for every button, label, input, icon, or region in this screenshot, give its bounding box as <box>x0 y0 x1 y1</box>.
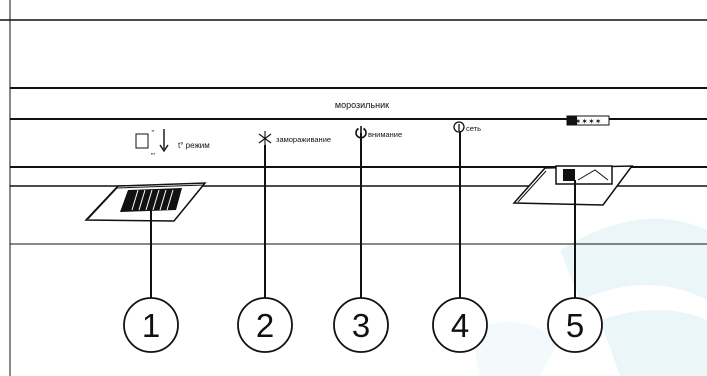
callout-number-1: 1 <box>142 307 160 344</box>
attention-label: внимание <box>368 130 402 139</box>
snowflake-icon <box>258 131 272 146</box>
callout-circle-2 <box>237 297 293 353</box>
mode-icon-small-top: ▪▪ <box>152 128 155 133</box>
callout-circle-3 <box>333 297 389 353</box>
section-title: морозильник <box>335 100 389 110</box>
callout-number-2: 2 <box>256 307 274 344</box>
mode-icon <box>135 129 169 153</box>
callout-circle-1 <box>123 297 179 353</box>
callout-circles <box>123 297 603 353</box>
power-indicator-icon <box>453 121 465 133</box>
star-rating-text: ✶✶✶✶ <box>575 117 602 126</box>
star-rocker-switch[interactable] <box>512 165 634 206</box>
background-watermark <box>470 218 707 376</box>
freezing-label: замораживание <box>276 135 331 144</box>
callout-leaders <box>150 131 576 298</box>
network-label: сеть <box>466 124 481 133</box>
callout-circle-5 <box>547 297 603 353</box>
callout-number-3: 3 <box>352 307 370 344</box>
callout-number-4: 4 <box>451 307 469 344</box>
star-rating-badge <box>566 115 610 126</box>
mode-label: t° режим <box>178 141 210 150</box>
mode-icon-small-bottom: ▪▪▪ <box>151 151 156 156</box>
callout-number-5: 5 <box>566 307 584 344</box>
thermostat-dial[interactable] <box>84 182 207 222</box>
callout-circle-4 <box>432 297 488 353</box>
